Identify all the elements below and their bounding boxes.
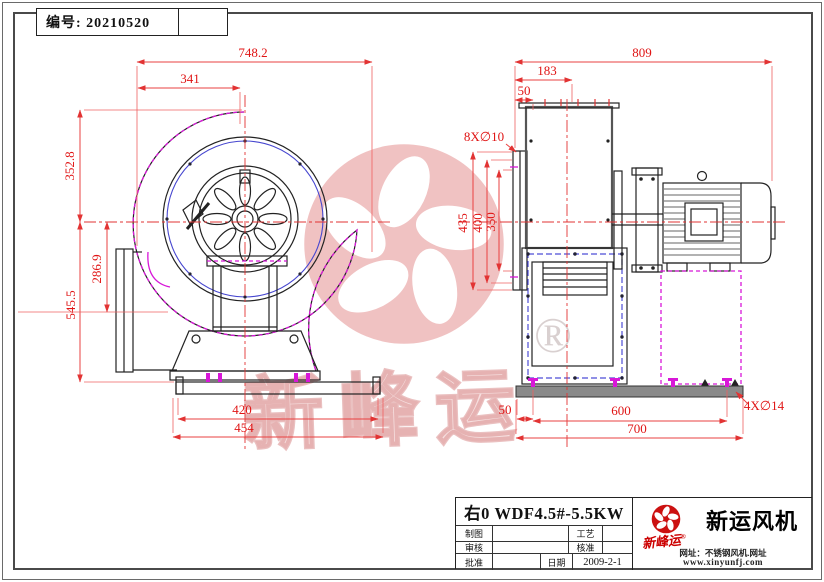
brand-area: 新峰运® 新运风机 网址：不锈钢风机.网址 www.xinyunfj.com [633,498,813,570]
drawing-number-box: 编号: 20210520 [36,8,228,36]
drawing-number: 编号: 20210520 [46,16,151,31]
company-name: 新运风机 [705,509,798,534]
field-approved-by-value [493,554,541,570]
brand-registered-mark: ® [680,532,687,541]
company-website: www.xinyunfj.com [682,557,763,567]
field-checked-by-value [493,542,569,554]
field-process: 工艺 [569,526,603,542]
title-block: 右0 WDF4.5#-5.5KW 制图 工艺 审核 核准 批准 日期 2009-… [455,497,813,570]
model-designation: 右0 WDF4.5#-5.5KW [456,498,633,526]
field-date: 日期 [541,554,573,570]
field-date-value: 2009-2-1 [573,554,633,570]
field-drawn-by: 制图 [456,526,493,542]
field-process-value [603,526,633,542]
drawing-number-box-divider [178,9,179,35]
field-approved-by: 批准 [456,554,493,570]
watermark-brand-script: 新峰运 [241,362,534,462]
field-checked-by: 审核 [456,542,493,554]
field-approved-std-value [603,542,633,554]
field-approved-std: 核准 [569,542,603,554]
watermark-registered-icon: ® [534,307,572,363]
field-drawn-by-value [493,526,569,542]
company-tagline: 网址：不锈钢风机.网址 [679,548,767,558]
sheet-inner-border [13,12,813,570]
